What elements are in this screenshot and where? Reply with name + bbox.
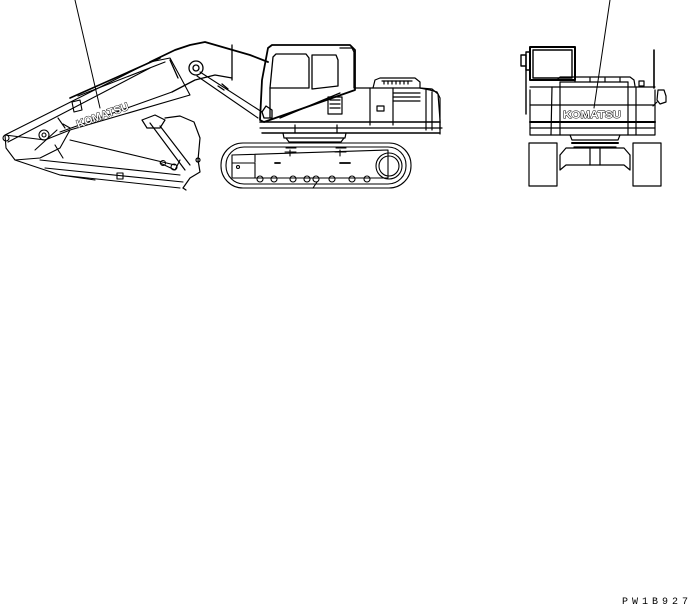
rear-decal: KOMATSU (563, 110, 622, 122)
rear-decal-leader-line (593, 0, 611, 109)
boom-decal: KOMATSU (74, 100, 131, 131)
cab (259, 44, 356, 123)
rear-body (529, 49, 667, 136)
rear-right-track (632, 142, 662, 187)
swing-circle (282, 132, 347, 143)
boom-decal-leader-line (74, 0, 101, 109)
bucket (141, 114, 201, 191)
rear-decal-text: KOMATSU (563, 110, 621, 121)
rear-cab (520, 46, 576, 115)
boom-decal-text: KOMATSU (75, 101, 131, 131)
drawing-code: PW1B927 (621, 597, 692, 608)
rear-undercarriage (528, 134, 662, 187)
lower-linkage (39, 139, 184, 189)
track-rollers (256, 175, 371, 183)
upper-structure (259, 77, 443, 135)
crawler-track (220, 142, 412, 189)
rear-view: KOMATSU (520, 0, 667, 187)
rear-left-track (528, 142, 558, 187)
boom (149, 41, 269, 119)
side-view: KOMATSU (2, 0, 443, 191)
